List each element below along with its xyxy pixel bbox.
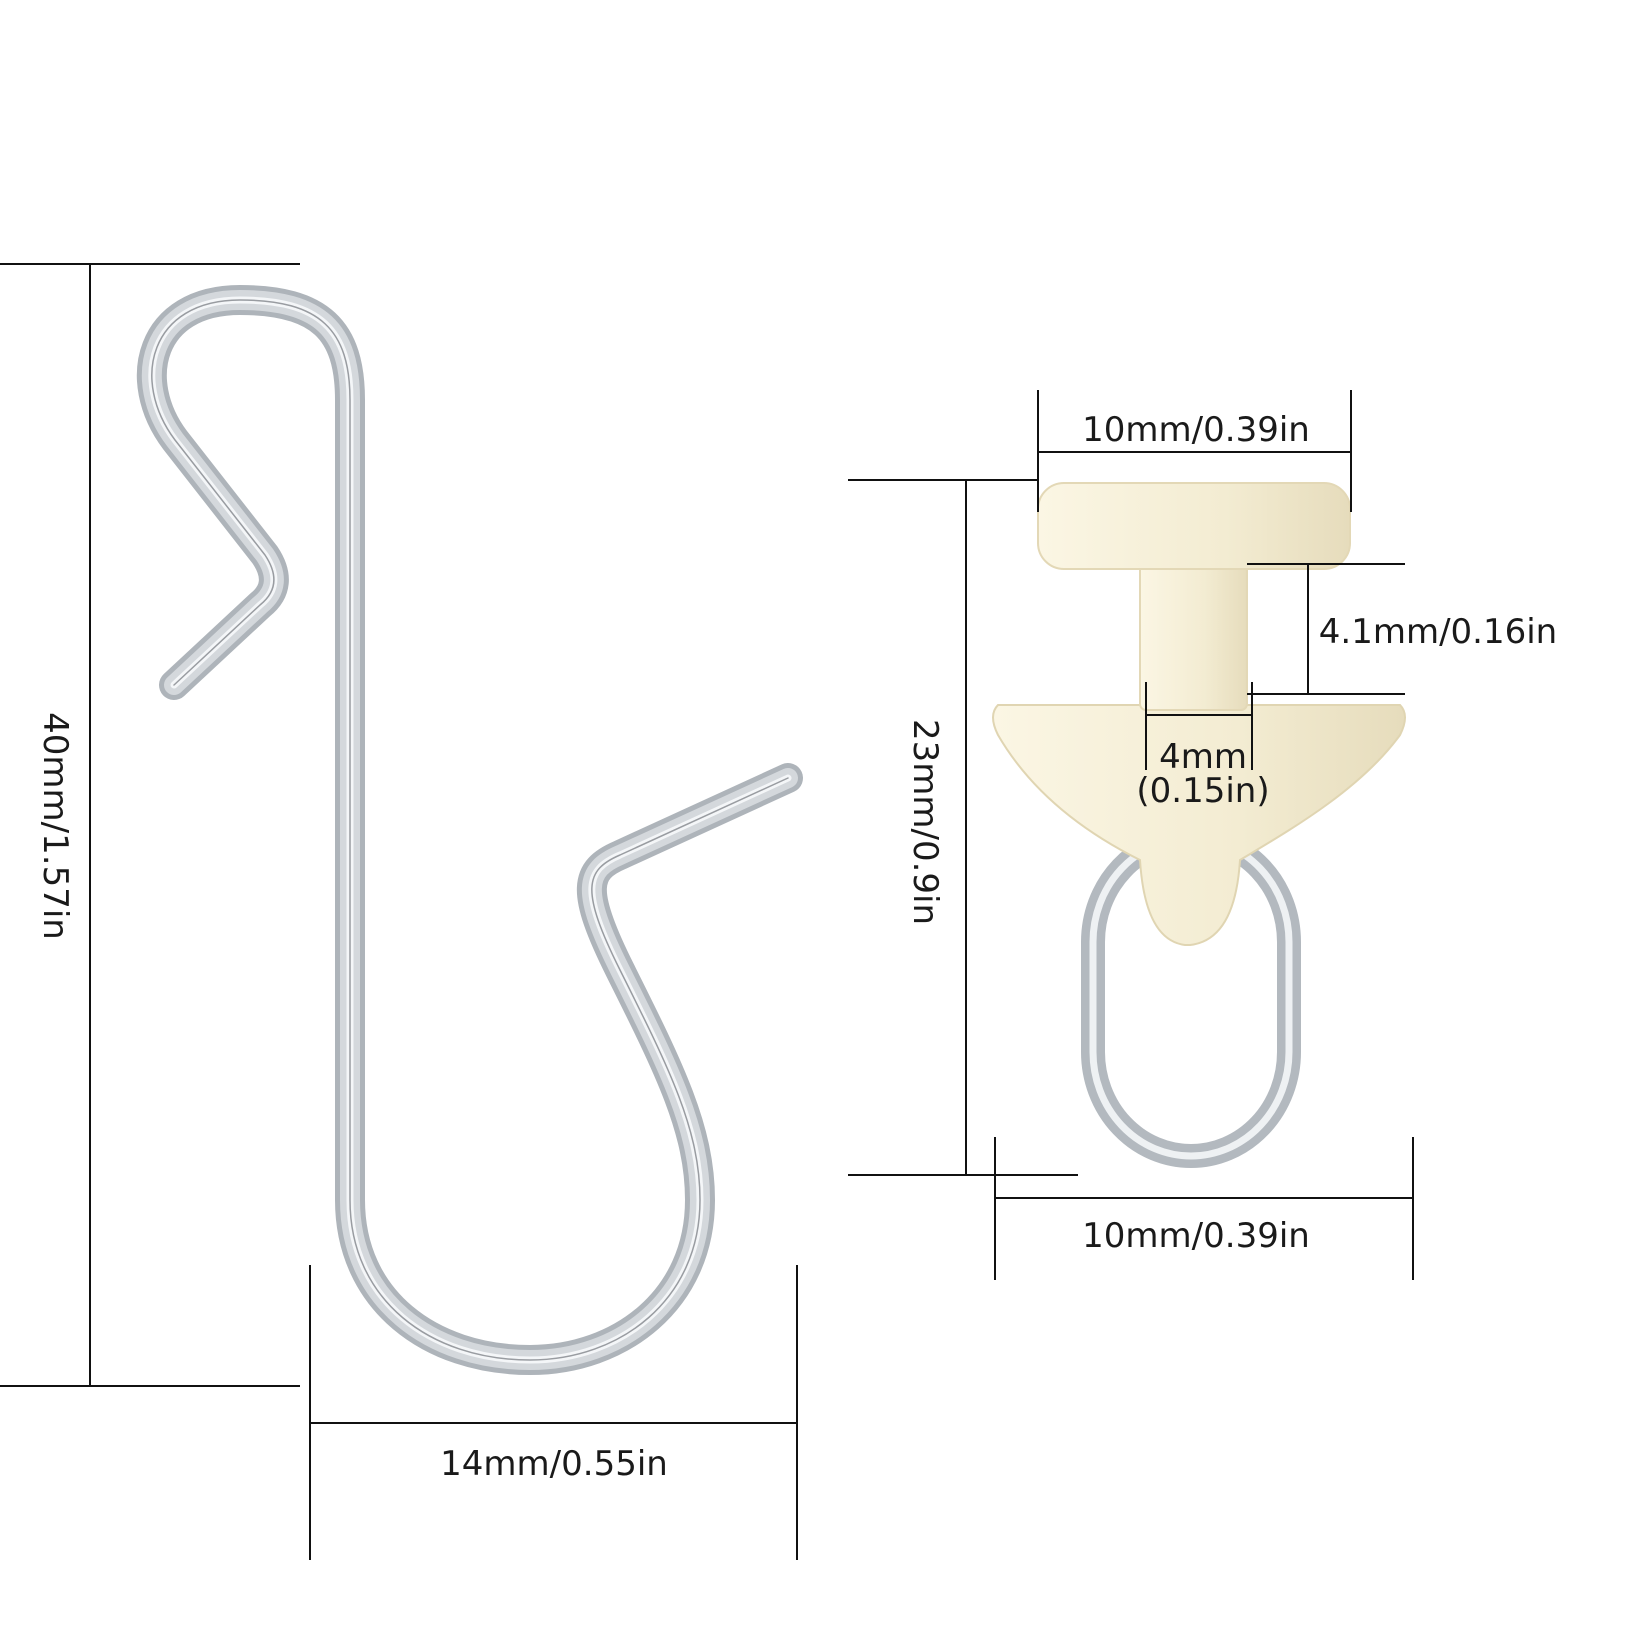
glider-height-label: 23mm/0.9in [905,718,945,926]
glider-illustration [992,482,1406,1168]
glider-height-dimension [848,479,1078,1176]
glider-top-width-label: 10mm/0.39in [1082,410,1310,450]
glider-stem-height-label: 4.1mm/0.16in [1318,612,1558,652]
s-hook-width-dimension [309,1265,798,1560]
s-hook-wire-edge [142,290,798,1370]
s-hook-height-dimension [0,263,300,1387]
glider-bottom-width-label: 10mm/0.39in [1082,1216,1310,1256]
glider-base [992,704,1406,946]
glider-top-width-dimension [1037,390,1352,512]
glider-bottom-width-dimension [994,1137,1414,1280]
s-hook-width-label: 14mm/0.55in [440,1444,668,1484]
s-hook-wire-core [151,299,789,1361]
glider-stem-width-label-mm: 4mm [1159,737,1247,777]
glider-stem-width-dimension [1145,682,1253,770]
s-hook-illustration [137,285,803,1375]
s-hook-height-label: 40mm/1.57in [35,712,75,940]
glider-stem-width-label-in: (0.15in) [1136,771,1270,811]
glider-stem [1139,554,1248,711]
glider-stem-height-dimension [1247,563,1405,695]
glider-top-disc [1037,482,1351,570]
